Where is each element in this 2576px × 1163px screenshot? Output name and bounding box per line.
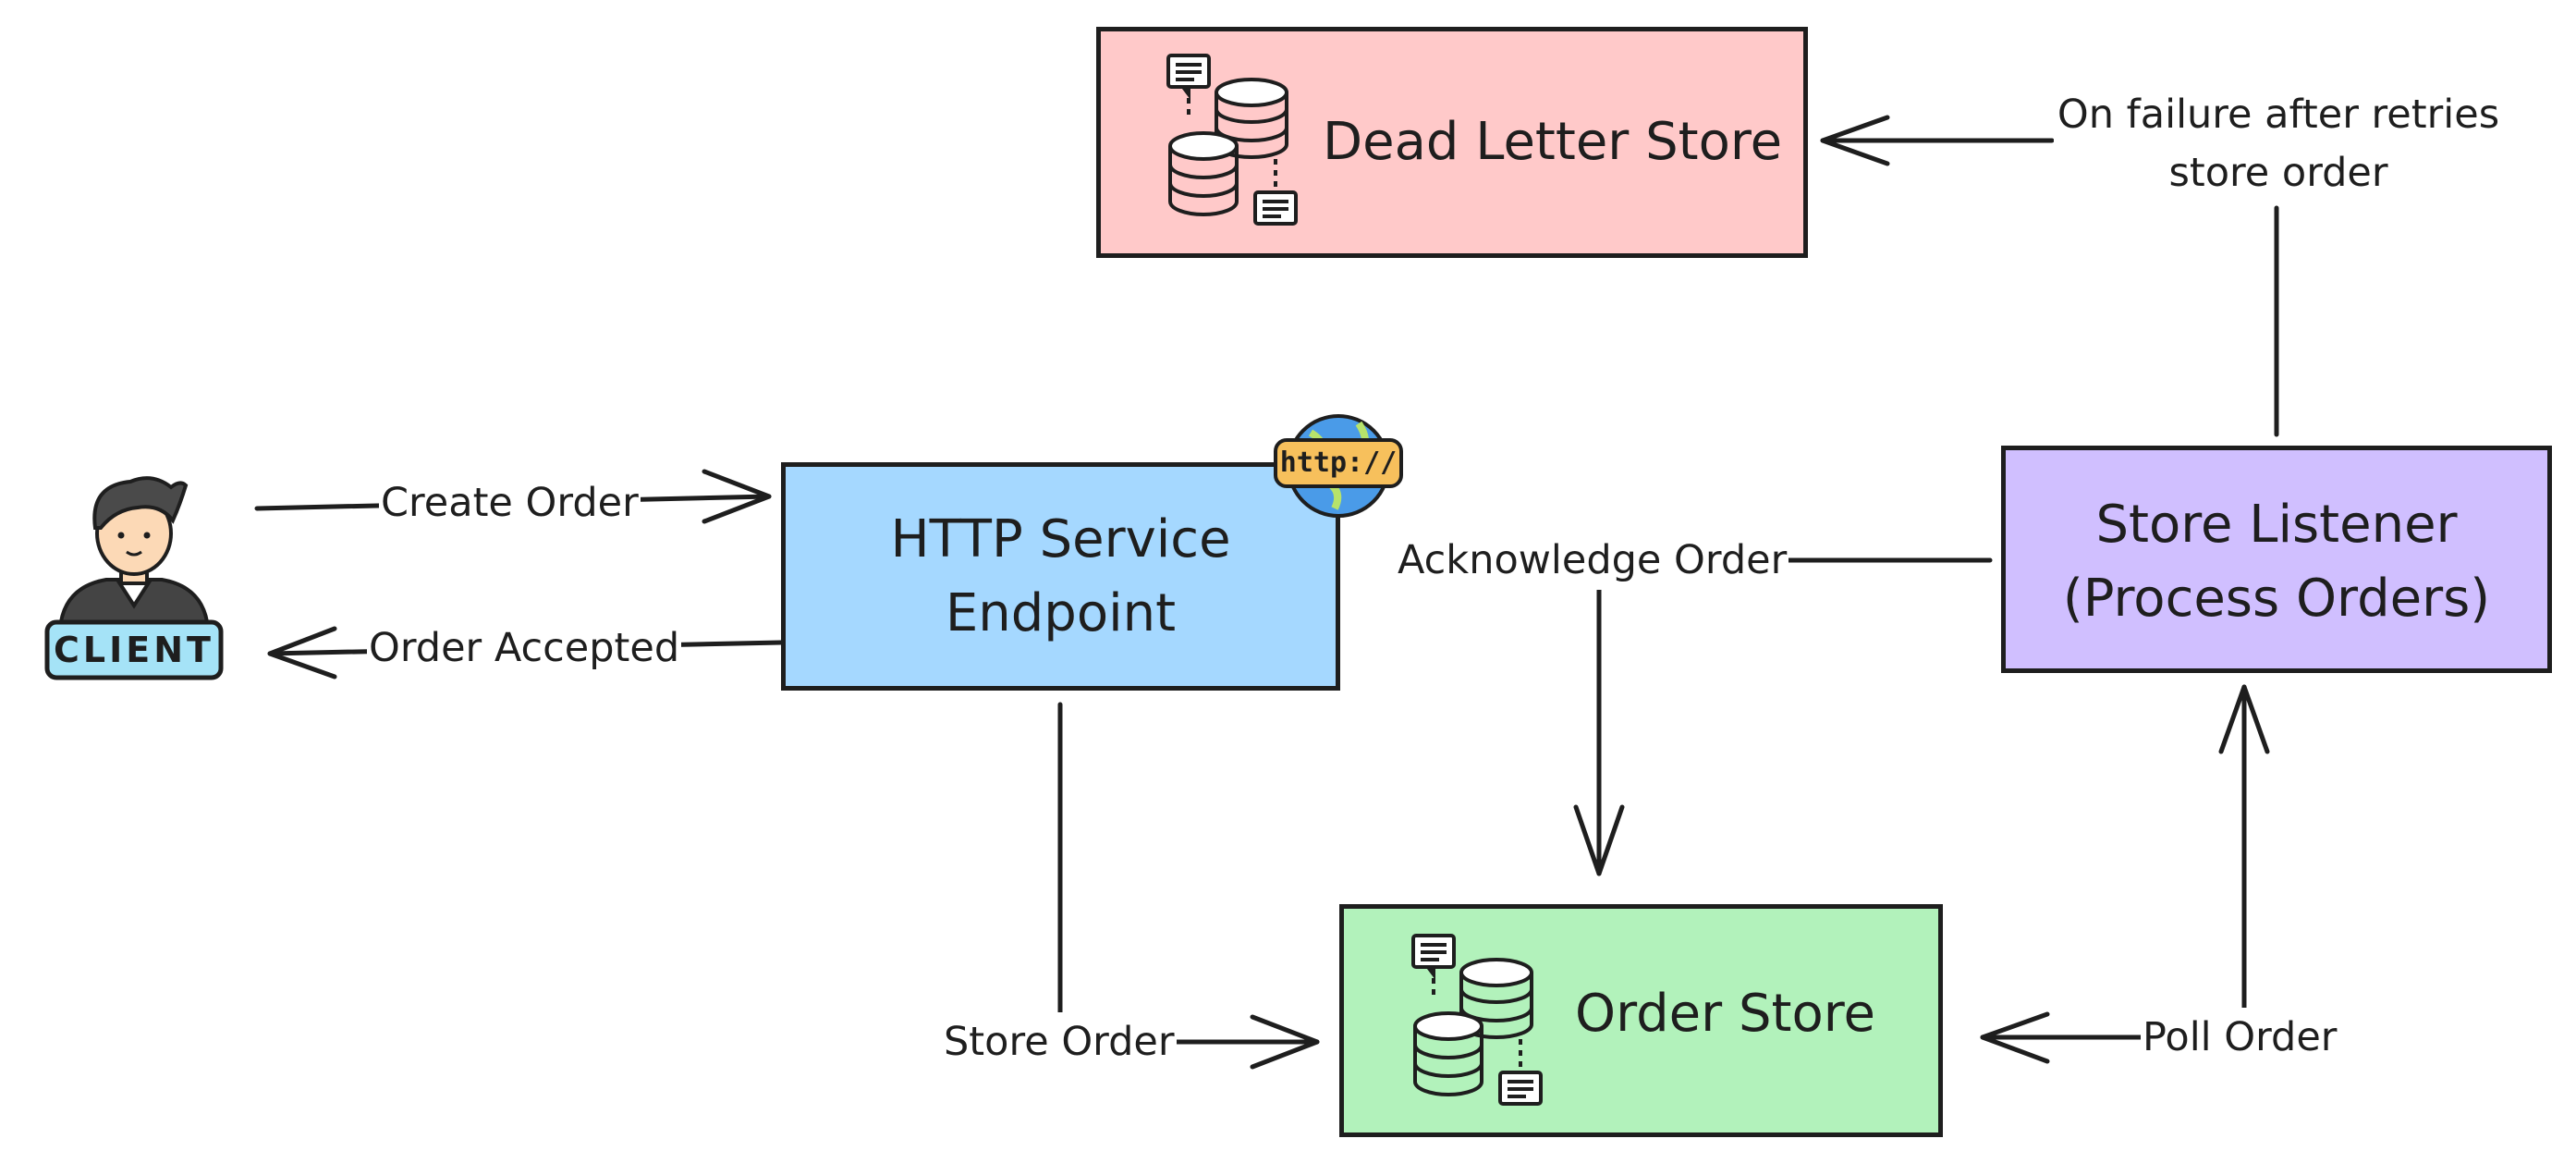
create-order-label: Create Order	[379, 473, 641, 533]
http-service-endpoint-box: HTTP Service Endpoint	[781, 462, 1340, 691]
create-order-arrowhead	[702, 469, 772, 524]
poll-order-label: Poll Order	[2141, 1008, 2339, 1067]
http-badge-text: http://	[1279, 447, 1398, 479]
store-listener-title-line2: (Process Orders)	[2062, 569, 2491, 629]
store-listener-title-line1: Store Listener	[2095, 495, 2458, 555]
store-order-arrow	[1057, 702, 1320, 1045]
poll-order-arrow	[1980, 684, 2247, 1040]
acknowledge-order-arrowhead	[1573, 804, 1625, 876]
database-stack-icon	[1411, 934, 1543, 1106]
store-order-label: Store Order	[942, 1012, 1177, 1071]
acknowledge-order-label: Acknowledge Order	[1396, 531, 1789, 590]
order-store-title: Order Store	[1575, 984, 1875, 1044]
order-accepted-arrowhead	[267, 626, 337, 679]
store-order-arrowhead	[1250, 1014, 1320, 1070]
http-service-title-line1: HTTP Service	[890, 509, 1231, 569]
poll-order-arrowhead	[1980, 1011, 2050, 1064]
acknowledge-order-arrow	[1596, 557, 1993, 876]
client-badge-text: CLIENT	[54, 630, 214, 670]
on-failure-label-line1: On failure after retries	[2054, 85, 2503, 144]
client-person-icon: CLIENT	[42, 467, 226, 681]
database-stack-icon	[1166, 54, 1298, 226]
on-failure-label-line2: store order	[2054, 143, 2503, 202]
http-globe-icon: http://	[1274, 412, 1403, 520]
order-accepted-label: Order Accepted	[367, 618, 682, 678]
dead-letter-store-title: Dead Letter Store	[1323, 112, 1783, 172]
http-service-title-line2: Endpoint	[945, 583, 1177, 643]
on-failure-arrowhead	[1820, 115, 1890, 166]
poll-order-up-arrowhead	[2218, 684, 2270, 754]
store-listener-box: Store Listener (Process Orders)	[2001, 446, 2552, 673]
